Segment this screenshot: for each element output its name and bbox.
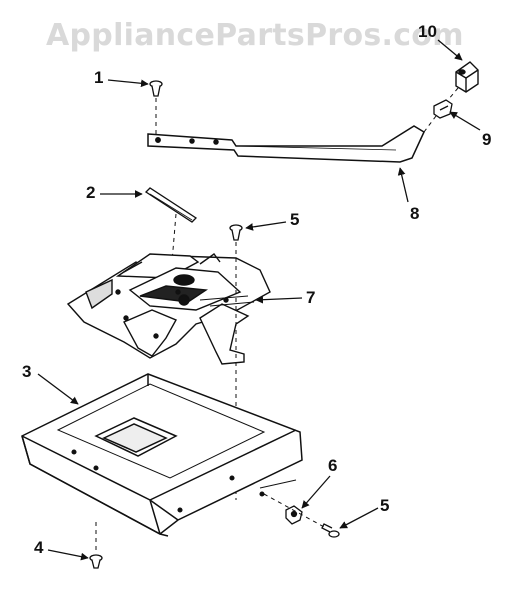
clip-part-9: [433, 99, 453, 119]
knob-part-10: [455, 61, 479, 93]
screw-part-1: [149, 80, 163, 97]
pin-part-2: [144, 187, 198, 223]
watermark: AppliancePartsPros.com: [46, 18, 464, 53]
callout-5-lower: 5: [380, 496, 390, 515]
callout-5-upper: 5: [290, 210, 300, 229]
callout-3: 3: [22, 362, 32, 381]
callout-9: 9: [482, 130, 492, 149]
screw-part-5-upper: [229, 224, 243, 241]
screw-part-5-lower: [321, 523, 340, 538]
callout-7: 7: [306, 288, 316, 307]
callout-4: 4: [34, 538, 44, 557]
callout-2: 2: [86, 183, 96, 202]
alignment-lines-top: [423, 87, 459, 133]
callout-8: 8: [410, 204, 420, 223]
lever-arm-part-8: [147, 125, 425, 163]
base-pan-part-3: [21, 373, 303, 537]
alignment-line-screw-5-lower: [263, 493, 327, 529]
alignment-line-pin-2: [171, 213, 177, 263]
leader-arrows: [37, 39, 481, 561]
nut-part-6: [285, 505, 303, 525]
callout-1: 1: [94, 68, 104, 87]
callout-6: 6: [328, 456, 338, 475]
alignment-lines-center: [95, 242, 237, 554]
screw-part-4: [89, 554, 103, 569]
callout-10: 10: [418, 22, 437, 41]
latch-assembly-part-7: [66, 253, 271, 365]
